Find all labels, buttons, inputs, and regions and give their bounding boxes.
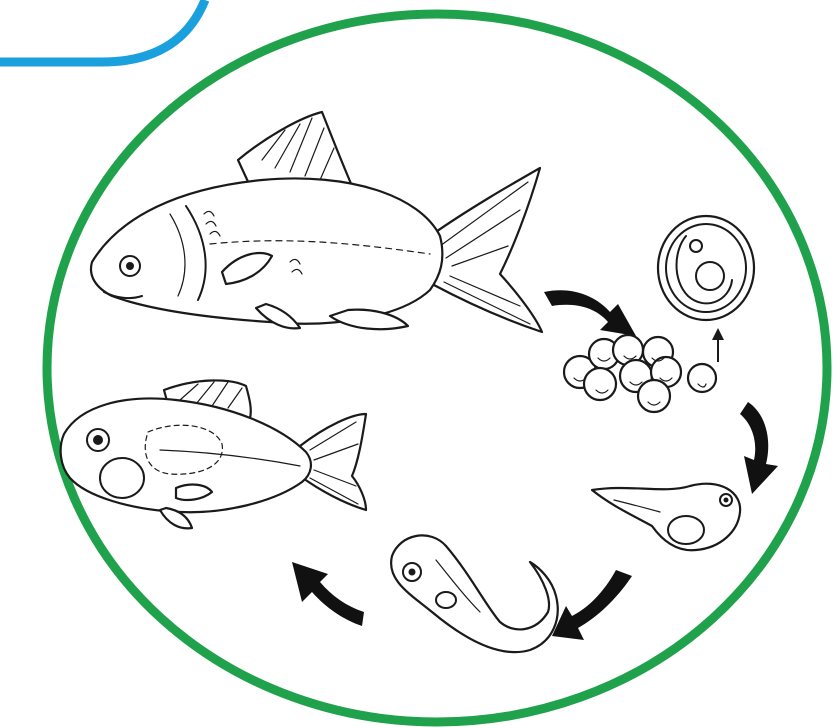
adult-fish-icon [91,112,542,332]
arrow-to-larva-icon [740,402,778,494]
larva-icon [592,484,740,551]
juvenile-fish-icon [61,380,366,528]
arrow-to-juvenile-icon [292,562,364,626]
arrow-to-eggs-icon [544,290,636,336]
embryo-icon [658,216,754,320]
arrow-to-fry-icon [552,570,632,640]
magnify-arrow-icon [712,328,724,362]
fry-icon [391,535,558,652]
corner-tab-border [0,0,205,62]
eggs-icon [564,335,716,412]
